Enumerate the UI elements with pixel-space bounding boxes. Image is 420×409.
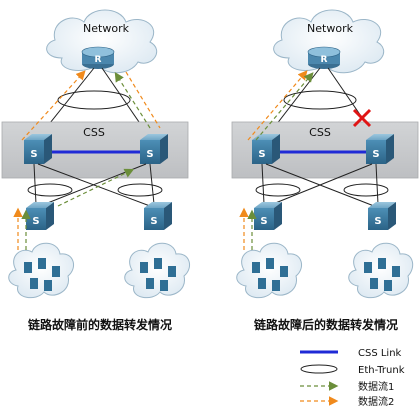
- router-label: R: [95, 55, 102, 65]
- eth-trunk-upper: [57, 90, 131, 110]
- downlink: [267, 163, 373, 207]
- flow-paths: [239, 70, 314, 250]
- legend-flow1: 数据流1: [358, 380, 394, 393]
- panel-caption: 链路故障前的数据转发情况: [28, 317, 172, 332]
- css-label: CSS: [83, 126, 105, 139]
- flow2-path: [247, 70, 308, 141]
- eth-trunk-lower: [117, 183, 163, 197]
- legend-eth-trunk: Eth-Trunk: [358, 365, 405, 376]
- network-cloud: Network: [46, 9, 157, 74]
- router-icon: R: [307, 46, 341, 69]
- server-cloud-left: [236, 242, 303, 299]
- eth-trunk-upper: [283, 90, 357, 110]
- core-switch-right: S: [366, 134, 394, 164]
- legend-css-link: CSS Link: [358, 348, 402, 359]
- downlink: [33, 163, 37, 205]
- access-switch-right: S: [144, 202, 172, 230]
- access-switch-right: S: [368, 202, 396, 230]
- switch-label: S: [146, 149, 153, 160]
- switch-label: S: [260, 216, 267, 227]
- downlink: [375, 163, 379, 205]
- downlink: [149, 163, 155, 205]
- router-label: R: [321, 55, 328, 65]
- panel-caption: 链路故障后的数据转发情况: [254, 317, 398, 332]
- network-cloud: Network: [273, 9, 384, 74]
- switch-label: S: [258, 149, 265, 160]
- core-switch-left: S: [24, 134, 52, 164]
- link-failure-mark: [352, 108, 372, 128]
- eth-trunk-lower: [27, 183, 73, 197]
- downlink: [261, 163, 265, 205]
- server-cloud-left: [8, 242, 75, 299]
- core-switch-right: S: [140, 134, 168, 164]
- flow2-path: [125, 71, 161, 129]
- network-label: Network: [83, 22, 130, 35]
- css-label: CSS: [309, 126, 331, 139]
- server-cloud-right: [124, 242, 191, 299]
- switch-label: S: [374, 216, 381, 227]
- flow-paths: [13, 70, 161, 250]
- flow1-path: [255, 72, 314, 141]
- core-switch-left: S: [252, 134, 280, 164]
- panel-after: Network R CSS S S: [231, 9, 419, 332]
- legend-eth-trunk-swatch: [300, 364, 338, 374]
- switch-label: S: [150, 216, 157, 227]
- panel-before: Network R CSS S S: [1, 9, 191, 332]
- server-cloud-right: [348, 242, 414, 299]
- flow2-path: [21, 70, 86, 141]
- eth-trunk-lower: [343, 183, 389, 197]
- flow1-path: [114, 71, 151, 129]
- router-icon: R: [81, 46, 115, 69]
- legend: CSS Link Eth-Trunk 数据流1 数据流2: [300, 348, 405, 408]
- legend-flow2: 数据流2: [358, 395, 394, 408]
- switch-label: S: [32, 216, 39, 227]
- network-label: Network: [307, 22, 354, 35]
- eth-trunk-lower: [255, 183, 301, 197]
- switch-label: S: [372, 149, 379, 160]
- switch-label: S: [30, 149, 37, 160]
- access-switch-left: S: [254, 202, 282, 230]
- access-switch-left: S: [26, 202, 54, 230]
